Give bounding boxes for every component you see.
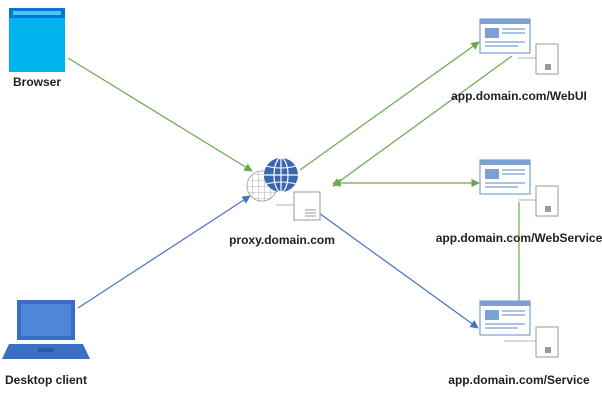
webservice-label: app.domain.com/WebService <box>436 231 602 245</box>
proxy-label: proxy.domain.com <box>229 233 335 247</box>
server-document-icon <box>504 326 559 358</box>
browser-label: Browser <box>13 75 61 89</box>
web-page-icon <box>479 18 531 54</box>
web-page-icon <box>479 300 531 336</box>
server-document-icon <box>518 43 559 75</box>
service-label: app.domain.com/Service <box>448 373 590 387</box>
webui-label: app.domain.com/WebUI <box>451 89 587 103</box>
arrow-proxy-to-service <box>293 194 479 329</box>
server-document-icon <box>276 191 321 221</box>
server-document-icon <box>518 185 559 217</box>
webservice-node: app.domain.com/WebService <box>436 159 602 245</box>
connectors <box>67 41 524 331</box>
arrow-proxy-to-webui <box>299 41 480 171</box>
webui-node: app.domain.com/WebUI <box>451 18 587 103</box>
desktop-client-label: Desktop client <box>5 373 87 387</box>
laptop-icon <box>2 300 90 359</box>
desktop-client-node: Desktop client <box>2 300 90 387</box>
arrow-webui-to-proxy <box>332 55 513 187</box>
globe-icon <box>246 157 298 202</box>
service-node: app.domain.com/Service <box>448 300 590 387</box>
web-page-icon <box>479 159 531 195</box>
arrow-desktop-to-proxy <box>77 195 251 309</box>
browser-window-icon <box>9 8 65 72</box>
proxy-node: proxy.domain.com <box>229 157 335 247</box>
arrow-browser-to-proxy <box>67 57 253 172</box>
browser-node: Browser <box>9 8 65 89</box>
